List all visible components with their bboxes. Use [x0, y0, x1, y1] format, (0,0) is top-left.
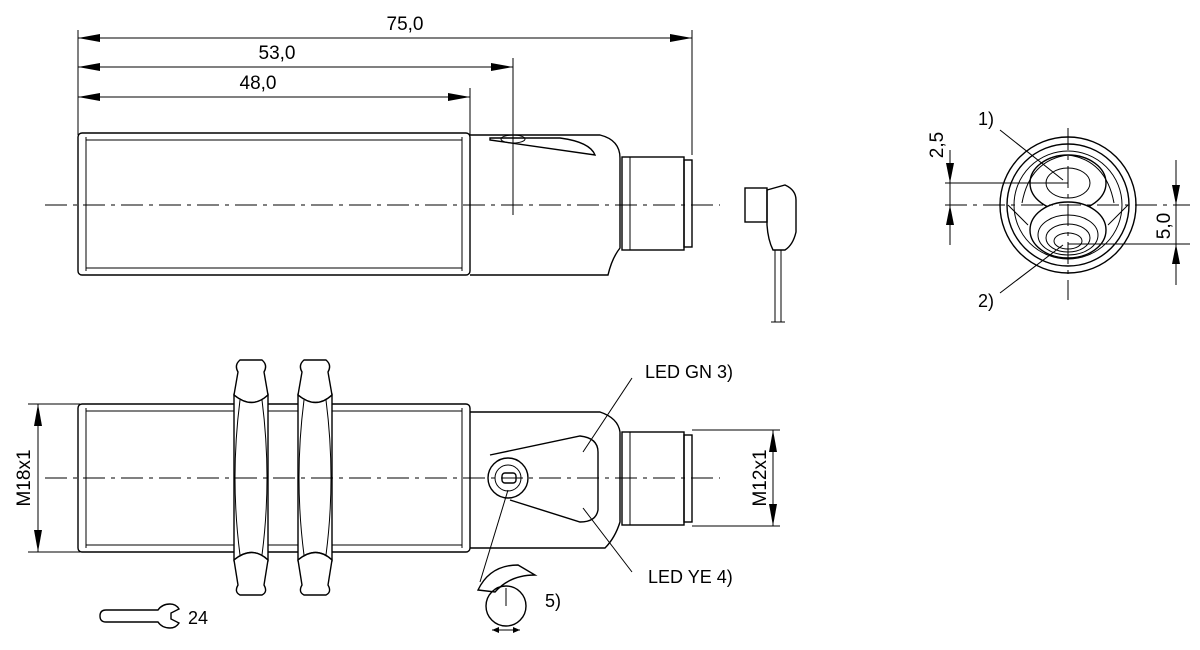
callout-2: 2) — [978, 291, 994, 311]
offset-top-label: 2,5 — [927, 132, 948, 158]
dimension-offset-bottom: 5,0 — [1154, 160, 1180, 285]
thread-connector-label: M12x1 — [750, 449, 771, 506]
offset-bottom-label: 5,0 — [1154, 213, 1175, 239]
callout-led-green: LED GN 3) — [645, 362, 733, 382]
potentiometer-symbol — [476, 564, 538, 633]
wrench-icon — [99, 603, 180, 629]
cable-plug — [744, 184, 797, 323]
dimension-overall-length: 75,0 — [78, 14, 692, 42]
wrench-size-label: 24 — [188, 608, 208, 628]
body-length-label: 48,0 — [240, 73, 277, 94]
dimension-offset-top: 2,5 — [927, 132, 954, 245]
callout-led-yellow: LED YE 4) — [648, 567, 733, 587]
dimension-thread-connector: M12x1 — [692, 429, 780, 527]
connector-m12 — [621, 156, 693, 251]
dimension-body-length: 48,0 — [78, 73, 470, 101]
front-view: 2,5 5,0 1) 2) — [927, 109, 1190, 311]
thread-main-label: M18x1 — [14, 449, 35, 506]
threaded-body — [77, 132, 471, 276]
dimension-thread-main: M18x1 — [14, 403, 80, 553]
housing-head — [470, 134, 621, 276]
mid-length-label: 53,0 — [259, 43, 296, 64]
callout-5: 5) — [545, 591, 561, 611]
dimension-mid-length: 53,0 — [78, 43, 513, 71]
side-view-bottom: M18x1 — [14, 359, 780, 633]
side-view-top: 75,0 53,0 48,0 — [45, 14, 797, 323]
overall-length-label: 75,0 — [387, 14, 424, 35]
callout-1: 1) — [978, 109, 994, 129]
